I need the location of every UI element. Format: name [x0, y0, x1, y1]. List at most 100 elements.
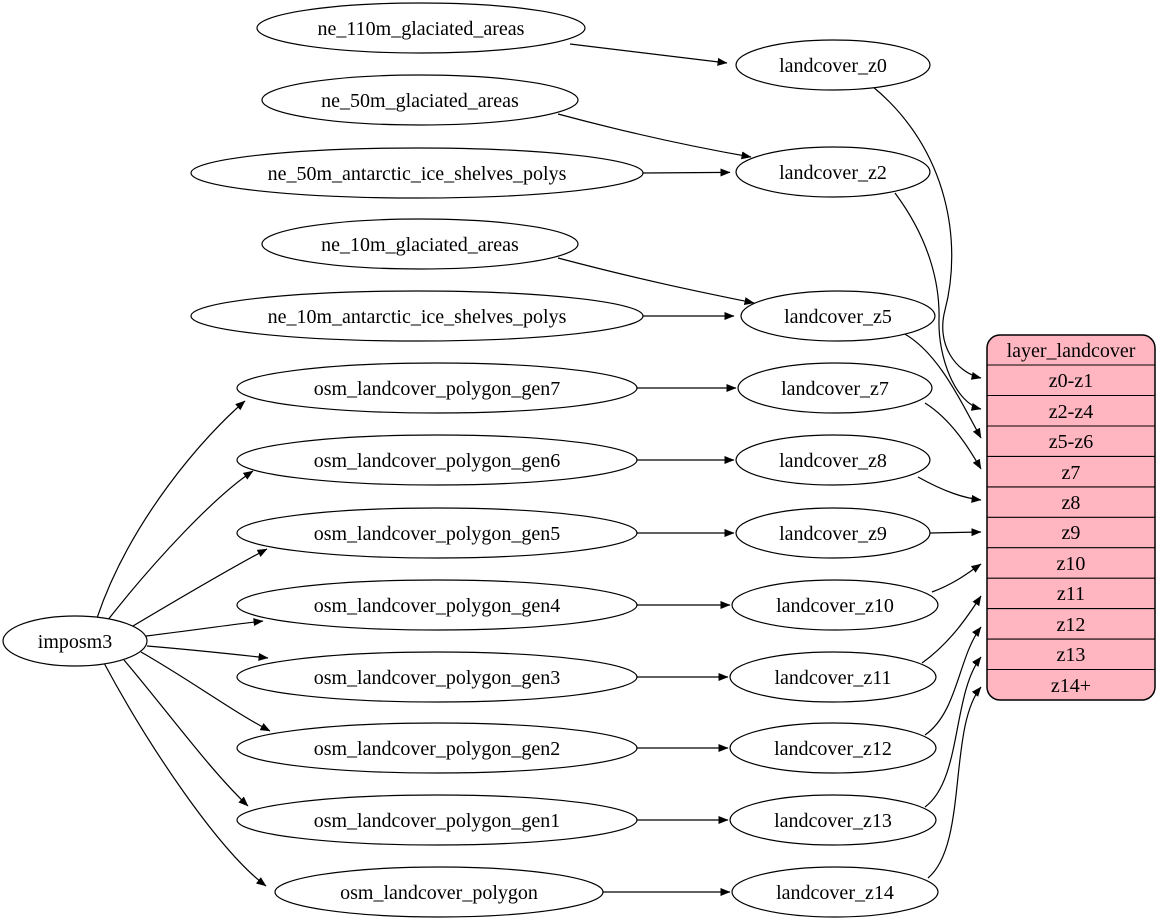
node-osm-landcover-polygon-shape: [274, 866, 604, 918]
edge-landcover-z2-to-row-z2-z4: [894, 192, 982, 411]
node-landcover-z11: landcover_z11: [729, 651, 937, 703]
node-ne-50m-antarctic-ice-shelves-polys-shape: [190, 147, 644, 199]
record-row-z12: z12: [1057, 614, 1086, 636]
node-osm-landcover-polygon-label: osm_landcover_polygon: [340, 882, 538, 904]
node-landcover-z7-shape: [737, 362, 933, 414]
node-landcover-z7-label: landcover_z7: [781, 378, 889, 400]
node-osm-landcover-polygon-gen1-shape: [236, 794, 638, 846]
node-landcover-z8-label: landcover_z8: [779, 450, 887, 472]
node-osm-landcover-polygon-gen6-shape: [236, 434, 638, 486]
edge-landcover-z13-to-row-z13: [924, 656, 982, 808]
node-osm-landcover-polygon-gen3-label: osm_landcover_polygon_gen3: [314, 667, 561, 689]
node-osm-landcover-polygon-gen4-label: osm_landcover_polygon_gen4: [314, 595, 561, 617]
node-ne-110m-glaciated-areas-label: ne_110m_glaciated_areas: [318, 18, 525, 40]
node-imposm3-shape: [2, 615, 148, 667]
node-landcover-z10-shape: [731, 579, 939, 631]
node-ne-110m-glaciated-areas-shape: [256, 2, 586, 54]
node-landcover-z13: landcover_z13: [729, 794, 937, 846]
edge-ne-110m-glaciated-areas-to-landcover-z0: [569, 43, 728, 66]
node-osm-landcover-polygon-gen3-shape: [236, 651, 638, 703]
record-row-z9: z9: [1062, 522, 1081, 544]
node-landcover-z9-shape: [735, 507, 931, 559]
edge-imposm3-to-osm-landcover-polygon-gen3: [146, 645, 269, 661]
record-row-z13: z13: [1057, 644, 1086, 666]
node-landcover-z8: landcover_z8: [735, 434, 931, 486]
record-row-z5-z6: z5-z6: [1049, 431, 1093, 453]
node-ne-10m-antarctic-ice-shelves-polys: ne_10m_antarctic_ice_shelves_polys: [190, 290, 644, 342]
edge-ne-50m-glaciated-areas-to-landcover-z2: [557, 113, 752, 160]
node-landcover-z10-label: landcover_z10: [776, 595, 894, 617]
node-landcover-z12-shape: [729, 722, 937, 774]
node-landcover-z8-shape: [735, 434, 931, 486]
node-landcover-z5-shape: [740, 290, 936, 342]
node-osm-landcover-polygon: osm_landcover_polygon: [274, 866, 604, 918]
node-osm-landcover-polygon-gen5-shape: [236, 507, 638, 559]
node-osm-landcover-polygon-gen4-shape: [236, 579, 638, 631]
node-osm-landcover-polygon-gen2-shape: [236, 722, 638, 774]
node-landcover-z12-label: landcover_z12: [774, 738, 892, 760]
edge-landcover-z11-to-row-z11: [921, 595, 982, 664]
node-landcover-z0: landcover_z0: [735, 39, 931, 91]
node-landcover-z7: landcover_z7: [737, 362, 933, 414]
node-ne-50m-glaciated-areas-label: ne_50m_glaciated_areas: [321, 90, 519, 112]
node-landcover-z11-label: landcover_z11: [775, 667, 892, 689]
node-osm-landcover-polygon-gen7-shape: [236, 362, 638, 414]
node-imposm3: imposm3: [2, 615, 148, 667]
node-ne-50m-glaciated-areas-shape: [261, 74, 579, 126]
node-landcover-z13-shape: [729, 794, 937, 846]
node-landcover-z5-label: landcover_z5: [784, 306, 892, 328]
record-row-z8: z8: [1062, 492, 1081, 514]
node-landcover-z12: landcover_z12: [729, 722, 937, 774]
edge-imposm3-to-osm-landcover-polygon-gen2: [140, 651, 271, 732]
node-layer-landcover: layer_landcover z0-z1 z2-z4 z5-z6 z7 z8 …: [986, 334, 1156, 701]
node-osm-landcover-polygon-gen7: osm_landcover_polygon_gen7: [236, 362, 638, 414]
record-row-z10: z10: [1057, 553, 1086, 575]
node-landcover-z0-label: landcover_z0: [779, 55, 887, 77]
node-landcover-z13-label: landcover_z13: [774, 810, 892, 832]
edge-landcover-z5-to-row-z5-z6: [902, 332, 982, 439]
edge-imposm3-to-osm-landcover-polygon-gen1: [123, 659, 249, 807]
node-landcover-z11-shape: [729, 651, 937, 703]
node-landcover-z9-label: landcover_z9: [779, 523, 887, 545]
node-osm-landcover-polygon-gen6-label: osm_landcover_polygon_gen6: [314, 450, 561, 472]
record-title: layer_landcover: [1007, 340, 1136, 362]
node-ne-10m-glaciated-areas: ne_10m_glaciated_areas: [261, 218, 579, 270]
node-osm-landcover-polygon-gen6: osm_landcover_polygon_gen6: [236, 434, 638, 486]
node-osm-landcover-polygon-gen2: osm_landcover_polygon_gen2: [236, 722, 638, 774]
edge-landcover-z12-to-row-z12: [924, 626, 982, 736]
edge-landcover-z7-to-row-z7: [924, 402, 982, 470]
edge-imposm3-to-osm-landcover-polygon-gen5: [127, 548, 268, 630]
node-osm-landcover-polygon-gen3: osm_landcover_polygon_gen3: [236, 651, 638, 703]
node-ne-110m-glaciated-areas: ne_110m_glaciated_areas: [256, 2, 586, 54]
record-row-z11: z11: [1057, 583, 1085, 605]
node-ne-50m-glaciated-areas: ne_50m_glaciated_areas: [261, 74, 579, 126]
node-ne-10m-glaciated-areas-label: ne_10m_glaciated_areas: [321, 234, 519, 256]
node-osm-landcover-polygon-gen5: osm_landcover_polygon_gen5: [236, 507, 638, 559]
edge-imposm3-to-osm-landcover-polygon-gen4: [145, 618, 264, 637]
node-landcover-z14: landcover_z14: [731, 866, 939, 918]
edge-ne-10m-glaciated-areas-to-landcover-z5: [557, 257, 755, 306]
node-ne-10m-antarctic-ice-shelves-polys-shape: [190, 290, 644, 342]
edge-landcover-z0-to-row-z0-z1: [871, 85, 982, 380]
edge-landcover-z10-to-row-z10: [931, 563, 982, 593]
node-imposm3-label: imposm3: [38, 631, 112, 653]
edge-imposm3-to-osm-landcover-polygon: [103, 662, 267, 887]
node-landcover-z14-shape: [731, 866, 939, 918]
node-landcover-z5: landcover_z5: [740, 290, 936, 342]
edge-landcover-z14-to-row-z14: [927, 686, 982, 879]
node-landcover-z10: landcover_z10: [731, 579, 939, 631]
node-osm-landcover-polygon-gen7-label: osm_landcover_polygon_gen7: [314, 378, 561, 400]
edge-landcover-z8-to-row-z8: [917, 476, 982, 503]
node-landcover-z14-label: landcover_z14: [776, 882, 894, 904]
node-osm-landcover-polygon-gen1-label: osm_landcover_polygon_gen1: [314, 810, 561, 832]
node-landcover-z2-label: landcover_z2: [779, 162, 887, 184]
node-landcover-z2-shape: [735, 146, 931, 198]
node-osm-landcover-polygon-gen4: osm_landcover_polygon_gen4: [236, 579, 638, 631]
record-row-z0-z1: z0-z1: [1049, 370, 1093, 392]
node-ne-50m-antarctic-ice-shelves-polys-label: ne_50m_antarctic_ice_shelves_polys: [268, 163, 567, 185]
node-osm-landcover-polygon-gen1: osm_landcover_polygon_gen1: [236, 794, 638, 846]
record-row-z14: z14+: [1051, 675, 1091, 697]
edge-imposm3-to-osm-landcover-polygon-gen7: [96, 400, 246, 619]
node-osm-landcover-polygon-gen5-label: osm_landcover_polygon_gen5: [314, 523, 561, 545]
